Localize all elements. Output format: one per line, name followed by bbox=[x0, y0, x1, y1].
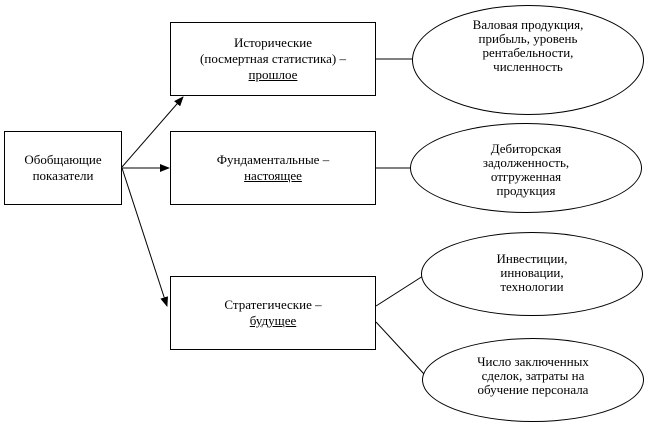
fundamental-title: Фундаментальные – bbox=[216, 152, 330, 167]
fundamental-examples-ellipse: Дебиторская задолженность, отгруженная п… bbox=[410, 123, 642, 213]
summary-indicators-box: Обобщающие показатели bbox=[4, 131, 122, 205]
ellipse-text-line: отгруженная bbox=[490, 169, 562, 184]
ellipse-text-line: прибыль, уровень bbox=[478, 31, 578, 46]
link-strategic-ellipse-top bbox=[375, 275, 424, 307]
historical-title: Исторические bbox=[233, 35, 313, 50]
strategic-examples-ellipse-1: Инвестиции, инновации, технологии bbox=[421, 232, 643, 316]
fundamental-period: настоящее bbox=[244, 168, 302, 183]
ellipse-text-line: рентабельности, bbox=[482, 45, 574, 60]
link-strategic-ellipse-bottom bbox=[375, 321, 425, 375]
historical-subtitle: (посмертная статистика) – bbox=[200, 51, 346, 66]
summary-line-1: Обобщающие bbox=[24, 152, 102, 167]
arrow-to-strategic bbox=[121, 167, 169, 307]
ellipse-text-line: численность bbox=[493, 59, 563, 74]
fundamental-box: Фундаментальные – настоящее bbox=[170, 131, 376, 205]
ellipse-text-line: Дебиторская bbox=[490, 141, 562, 156]
ellipse-text-line: сделок, затраты на bbox=[481, 368, 585, 383]
arrow-to-historical bbox=[121, 96, 184, 168]
ellipse-text-line: Валовая продукция, bbox=[472, 17, 584, 32]
historical-box: Исторические (посмертная статистика) – п… bbox=[170, 22, 376, 96]
ellipse-text-line: Число заключенных bbox=[477, 354, 589, 369]
strategic-examples-ellipse-2: Число заключенных сделок, затраты на обу… bbox=[422, 338, 644, 422]
historical-period: прошлое bbox=[248, 67, 298, 82]
ellipse-text-line: продукция bbox=[496, 183, 556, 198]
ellipse-text-line: задолженность, bbox=[482, 155, 570, 170]
historical-examples-ellipse: Валовая продукция, прибыль, уровень рент… bbox=[412, 5, 644, 115]
strategic-period: будущее bbox=[249, 313, 297, 328]
strategic-title: Стратегические – bbox=[224, 297, 322, 312]
ellipse-text-line: Инвестиции, bbox=[496, 251, 568, 266]
strategic-box: Стратегические – будущее bbox=[170, 276, 376, 350]
ellipse-text-line: технологии bbox=[500, 279, 564, 294]
ellipse-text-line: инновации, bbox=[500, 265, 564, 280]
ellipse-text-line: обучение персонала bbox=[477, 382, 589, 397]
summary-line-2: показатели bbox=[32, 168, 94, 183]
